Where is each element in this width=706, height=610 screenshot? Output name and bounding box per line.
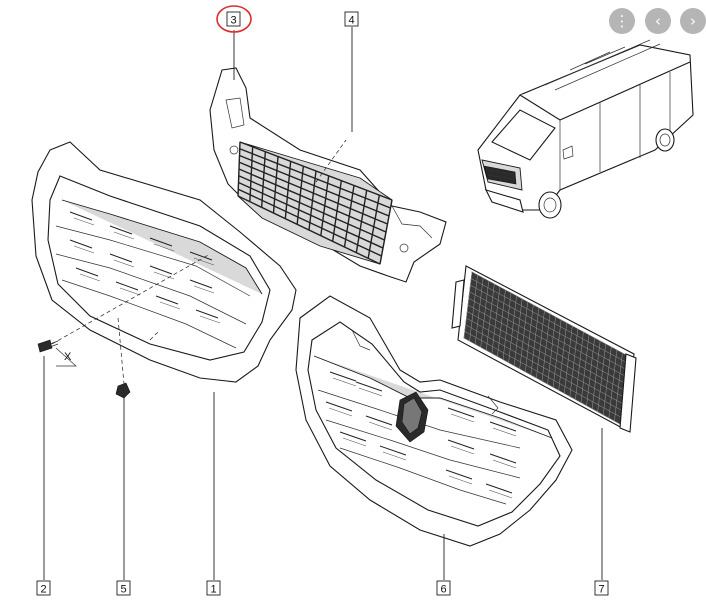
van-illustration — [477, 39, 694, 219]
svg-text:7: 7 — [599, 584, 605, 596]
svg-text:1: 1 — [211, 584, 217, 596]
axis-marker: X — [64, 351, 72, 363]
mesh-insert — [237, 141, 393, 265]
callout-3: 3 — [216, 5, 252, 33]
svg-text:4: 4 — [349, 15, 355, 27]
more-options-icon[interactable]: ⋮ — [609, 8, 635, 34]
assembly-lines — [51, 139, 347, 385]
highlight-ring — [216, 5, 252, 33]
previous-arrow-icon[interactable]: ‹ — [645, 8, 671, 34]
callout-2: 2 — [36, 580, 51, 596]
svg-text:5: 5 — [121, 584, 127, 596]
outer-grille-frame — [31, 141, 297, 383]
svg-text:2: 2 — [41, 584, 47, 596]
svg-text:3: 3 — [231, 15, 237, 27]
callout-5: 5 — [116, 580, 131, 596]
leader-lines — [43, 27, 603, 580]
svg-text:6: 6 — [441, 584, 447, 596]
clip — [115, 382, 131, 399]
callout-1: 1 — [206, 580, 221, 596]
mesh-panel — [451, 265, 637, 433]
callout-6: 6 — [436, 580, 451, 596]
front-grille — [295, 295, 573, 547]
next-arrow-icon[interactable]: › — [680, 8, 706, 34]
screw — [37, 339, 59, 353]
callout-7: 7 — [594, 580, 609, 596]
axis-line — [55, 347, 77, 367]
callout-4: 4 — [344, 11, 359, 27]
